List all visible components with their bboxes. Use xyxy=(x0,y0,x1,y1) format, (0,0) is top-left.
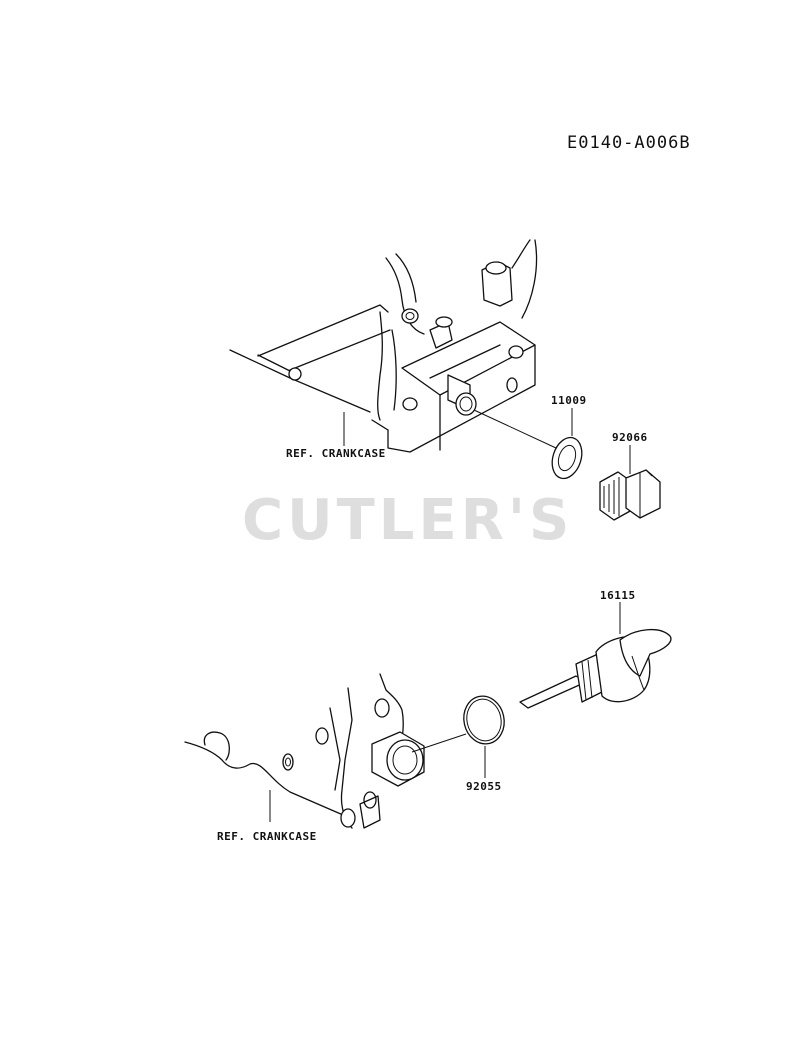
dipstick-cap-icon xyxy=(519,629,672,709)
diagram-id: E0140-A006B xyxy=(567,133,691,153)
part-number-11009: 11009 xyxy=(551,394,587,407)
part-number-16115: 16115 xyxy=(600,589,636,602)
ref-crankcase-bottom: REF. CRANKCASE xyxy=(217,830,317,843)
leader-washer xyxy=(473,409,557,449)
watermark: CUTLER'S xyxy=(242,488,574,553)
o-ring-icon xyxy=(463,695,505,745)
part-number-92055: 92055 xyxy=(466,780,502,793)
washer-icon xyxy=(551,436,583,480)
part-number-92066: 92066 xyxy=(612,431,648,444)
crankcase-filler-section-icon xyxy=(184,673,425,829)
drain-plug-icon xyxy=(599,469,661,521)
crankcase-drain-section-icon xyxy=(229,239,538,453)
ref-crankcase-top: REF. CRANKCASE xyxy=(286,447,386,460)
leader-o-ring xyxy=(411,733,467,753)
